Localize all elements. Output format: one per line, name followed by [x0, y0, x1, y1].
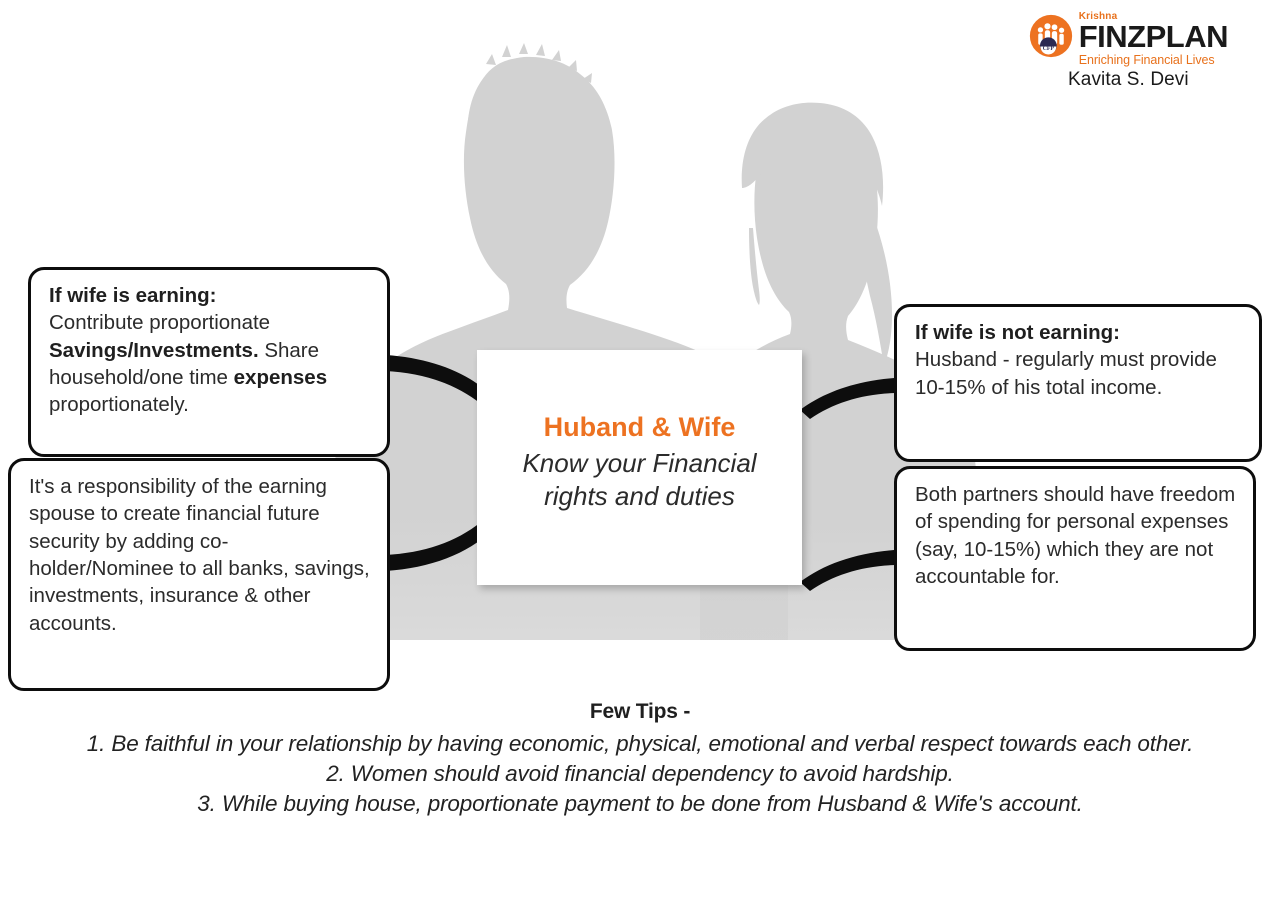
callout-text: proportionately.	[49, 393, 189, 417]
callout-body: Both partners should have freedom of spe…	[915, 483, 1235, 588]
svg-text:CFP: CFP	[1043, 46, 1055, 52]
callout-emphasis: expenses	[233, 366, 328, 390]
finzplan-family-circle-logo: CFP	[1029, 14, 1072, 58]
callout-responsibility: It's a responsibility of the earning spo…	[8, 458, 390, 691]
callout-body: It's a responsibility of the earning spo…	[29, 475, 370, 635]
callout-emphasis: Savings/Investments.	[49, 338, 259, 362]
callout-text: Share household/one time	[49, 338, 320, 390]
center-subtitle-line-2: rights and duties	[544, 481, 735, 512]
center-statement-box: Huband & Wife Know your Financial rights…	[477, 350, 802, 585]
callout-both-partners: Both partners should have freedom of spe…	[894, 466, 1256, 651]
tip-item: 3. While buying house, proportionate pay…	[197, 791, 1083, 817]
connector-top-right	[800, 378, 895, 419]
tips-heading: Few Tips -	[589, 700, 691, 723]
brand-tagline: Enriching Financial Lives	[1078, 52, 1215, 67]
tip-item: 1. Be faithful in your relationship by h…	[86, 731, 1194, 756]
callout-wife-not-earning: If wife is not earning: Husband - regular…	[894, 304, 1262, 462]
connector-top-left	[385, 355, 492, 404]
callout-wife-earning: If wife is earning: Contribute proportion…	[28, 267, 390, 457]
center-subtitle-line-1: Know your Financial	[522, 448, 757, 479]
tips-section: Few Tips - 1. Be faithful in your relati…	[0, 700, 1280, 819]
brand-name: FINZPLAN	[1078, 19, 1229, 54]
connector-bottom-left	[385, 522, 492, 571]
callout-text: Husband - regularly must provide 10-15% …	[915, 348, 1217, 399]
cfp-badge-icon: CFP	[1039, 37, 1057, 55]
callout-heading: If wife is not earning:	[915, 321, 1121, 344]
connector-bottom-right	[800, 550, 895, 591]
callout-body: If wife is not earning: Husband - regular…	[915, 321, 1217, 399]
callout-text: Contribute proportionate	[49, 311, 271, 335]
tip-item: 2. Women should avoid financial dependen…	[326, 761, 954, 787]
callout-body: If wife is earning: Contribute proportion…	[49, 284, 327, 416]
brand-krishna: Krishna	[1078, 11, 1118, 22]
callout-text: It's a responsibility of the earning spo…	[29, 475, 370, 635]
brand-logo: CFP Krishna FINZPLAN Enriching Financial…	[1029, 11, 1229, 91]
callout-heading: If wife is earning:	[49, 284, 217, 307]
advisor-name: Kavita S. Devi	[1068, 69, 1189, 91]
center-title: Huband & Wife	[543, 412, 736, 443]
callout-text: Both partners should have freedom of spe…	[915, 483, 1236, 589]
